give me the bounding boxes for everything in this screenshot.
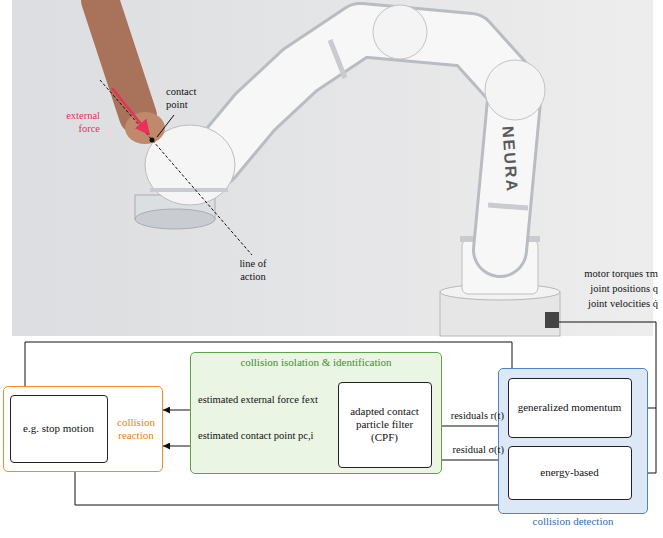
process-box: energy-based bbox=[508, 446, 632, 500]
callout-label: external force bbox=[48, 110, 100, 135]
process-box: e.g. stop motion bbox=[10, 395, 108, 463]
signal-name: joint positions q bbox=[520, 283, 658, 296]
leader-line bbox=[157, 115, 174, 137]
signal-name: joint velocities q̇ bbox=[520, 298, 658, 311]
joint-ring bbox=[330, 40, 345, 78]
process-box: generalized momentum bbox=[508, 378, 632, 438]
edge-label: residual σ(t) bbox=[453, 444, 504, 457]
edge-label: estimated contact point pc,i bbox=[198, 430, 313, 443]
arm-link bbox=[215, 30, 515, 250]
joint-ring bbox=[488, 205, 528, 208]
elbow-joint bbox=[373, 5, 427, 59]
isolation-group: collision isolation & identification adap… bbox=[190, 352, 442, 474]
callout-label: contact point bbox=[166, 86, 212, 111]
group-heading: collision isolation & identification bbox=[191, 356, 441, 369]
signal-name: motor torques τm bbox=[520, 268, 658, 281]
contact-dot bbox=[150, 138, 155, 143]
cable-plug bbox=[545, 312, 559, 328]
edge-label: estimated external force fext bbox=[198, 394, 318, 407]
line-of-action bbox=[100, 80, 252, 255]
box-label: adapted contact particle filter (CPF) bbox=[344, 405, 426, 445]
callout-label: line of action bbox=[228, 258, 278, 283]
edge-label: residuals r(t) bbox=[451, 410, 504, 423]
connector-arrow bbox=[432, 460, 508, 461]
connector-arrow bbox=[432, 426, 508, 427]
brand-logo: NEURA bbox=[498, 119, 523, 200]
reaction-group: collision reaction e.g. stop motion bbox=[3, 386, 163, 472]
group-heading: collision detection bbox=[499, 515, 647, 528]
wrist-ring bbox=[150, 188, 228, 192]
process-box: adapted contact particle filter (CPF) bbox=[338, 382, 432, 468]
shoulder-joint bbox=[485, 60, 545, 120]
detection-group: collision detectiongeneralized momentume… bbox=[498, 368, 648, 514]
box-label: energy-based bbox=[540, 466, 598, 479]
arm-outline bbox=[215, 30, 515, 250]
box-label: e.g. stop motion bbox=[23, 422, 94, 435]
force-arrow bbox=[112, 88, 149, 134]
photo-background bbox=[12, 0, 653, 336]
box-label: generalized momentum bbox=[518, 401, 622, 414]
group-heading: collision reaction bbox=[113, 416, 159, 441]
flange-plate bbox=[135, 209, 215, 229]
